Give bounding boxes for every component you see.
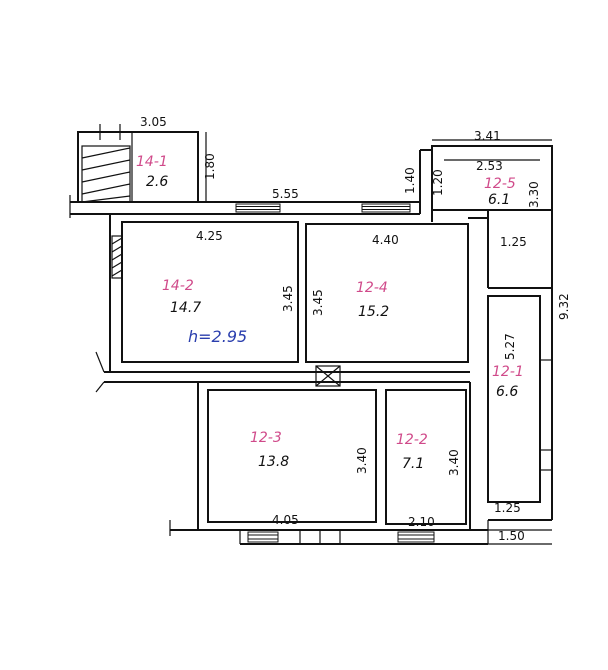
middle-wall bbox=[95, 351, 470, 393]
bottom-wall bbox=[169, 520, 488, 545]
dim-3-41: 3.41 bbox=[474, 129, 501, 143]
dim-2-53: 2.53 bbox=[476, 159, 503, 173]
dim-1-50: 1.50 bbox=[498, 529, 525, 543]
room-id-12-5: 12-5 bbox=[484, 176, 516, 192]
room-area-12-2: 7.1 bbox=[402, 456, 424, 472]
ceiling-height-note: h=2.95 bbox=[188, 327, 247, 346]
room-id-12-3: 12-3 bbox=[250, 430, 282, 446]
room-area-14-1: 2.6 bbox=[146, 174, 168, 190]
dim-3-40-mid: 3.40 bbox=[355, 447, 369, 474]
room-id-14-1: 14-1 bbox=[136, 154, 168, 170]
top-wall bbox=[69, 149, 432, 218]
room-12-5-walls bbox=[431, 139, 553, 289]
room-id-14-2: 14-2 bbox=[162, 278, 194, 294]
dim-1-80: 1.80 bbox=[203, 153, 217, 180]
dim-2-10: 2.10 bbox=[408, 515, 435, 529]
dim-1-40: 1.40 bbox=[403, 167, 417, 194]
room-id-12-2: 12-2 bbox=[396, 432, 428, 448]
room-id-12-4: 12-4 bbox=[356, 280, 388, 296]
room-id-12-1: 12-1 bbox=[492, 364, 524, 380]
room-12-3-walls bbox=[197, 382, 377, 530]
room-area-12-4: 15.2 bbox=[358, 304, 389, 320]
dim-9-32: 9.32 bbox=[557, 293, 571, 320]
room-14-2-walls bbox=[109, 214, 299, 372]
dim-3-05: 3.05 bbox=[140, 115, 167, 129]
dim-4-40: 4.40 bbox=[372, 233, 399, 247]
dim-3-45-left: 3.45 bbox=[281, 285, 295, 312]
dim-3-40-right: 3.40 bbox=[447, 449, 461, 476]
room-area-12-3: 13.8 bbox=[258, 454, 289, 470]
dim-4-25: 4.25 bbox=[196, 229, 223, 243]
dim-1-25-bottom: 1.25 bbox=[494, 501, 521, 515]
room-12-1-walls bbox=[469, 288, 553, 545]
dim-1-20: 1.20 bbox=[431, 169, 445, 196]
dim-3-30: 3.30 bbox=[527, 181, 541, 208]
dim-5-27: 5.27 bbox=[503, 333, 517, 360]
room-area-14-2: 14.7 bbox=[170, 300, 201, 316]
room-12-2-walls bbox=[385, 389, 467, 525]
dim-1-25-top: 1.25 bbox=[500, 235, 527, 249]
dim-4-05: 4.05 bbox=[272, 513, 299, 527]
dim-3-45-right: 3.45 bbox=[311, 289, 325, 316]
room-12-4-walls bbox=[305, 217, 488, 363]
dim-5-55: 5.55 bbox=[272, 187, 299, 201]
room-area-12-1: 6.6 bbox=[496, 384, 518, 400]
room-area-12-5: 6.1 bbox=[488, 192, 510, 208]
